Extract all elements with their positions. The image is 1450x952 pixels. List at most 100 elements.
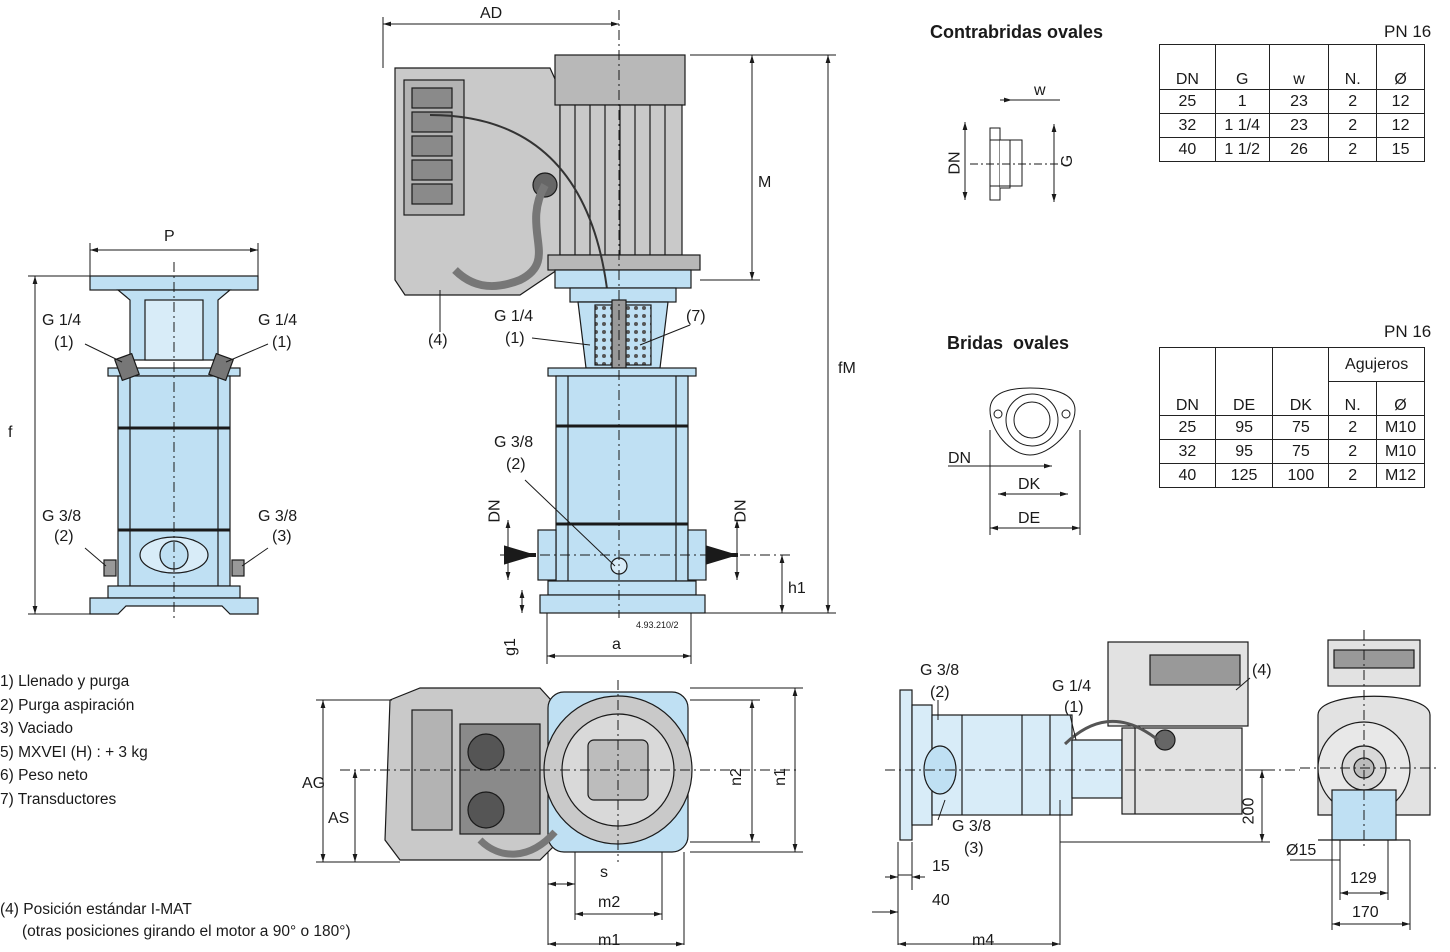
table-cell: 2 [1328,463,1378,488]
contrabridas-header-w: w [1268,44,1330,90]
contrabridas-title: Contrabridas ovales [930,22,1104,42]
table-cell: 75 [1272,439,1330,464]
legend-item: 2) Purga aspiración [0,696,135,714]
side-view-dimensions [382,10,836,664]
side-n2-label: (2) [506,456,526,473]
contrabridas-table: DN G w N. Ø 25 1 23 2 12 32 1 1/4 23 2 1… [1159,44,1425,162]
legend-item: 6) Peso neto [0,767,88,784]
bridas-header-phi: Ø [1376,381,1425,416]
legend-item: 7) Transductores [0,790,117,808]
side-g38-label: G 3/8 [494,434,534,451]
side-h1-label: h1 [788,580,806,597]
top-n1-label: n1 [771,768,789,786]
table-cell: M10 [1376,439,1425,464]
front-view-dimensions [28,243,269,618]
end-170-label: 170 [1352,904,1379,921]
table-cell: 2 [1328,439,1378,464]
horizontal-view-pump [899,641,1249,841]
side-view-pump [394,54,707,614]
horiz-15-label: 15 [932,858,950,875]
front-n2-left-label: (2) [54,528,74,545]
table-cell: 1 1/4 [1214,113,1270,138]
table-cell: 2 [1328,137,1378,162]
top-as-label: AS [328,810,350,827]
table-cell: 40 [1159,137,1216,162]
bridas-header-agujeros: Agujeros [1328,347,1425,382]
table-cell: 25 [1159,415,1216,440]
table-cell: 26 [1268,137,1330,162]
table-cell: 32 [1159,439,1216,464]
bridas-header-dn: DN [1159,347,1216,416]
top-s-label: s [600,864,608,881]
table-cell: M10 [1376,415,1425,440]
legend-item: 5) MXVEI (H) : + 3 kg [0,743,148,761]
end-phi15-label: Ø15 [1286,842,1317,859]
legend-item: 3) Vaciado [0,720,73,737]
table-row: 25 95 75 2 M10 [1159,415,1425,440]
position-note: (4) Posición estándar I-MAT [0,901,192,918]
horiz-n1-label: (1) [1064,699,1084,716]
top-n2-label: n2 [727,768,745,786]
top-view-dimensions [316,680,803,947]
table-cell: 12 [1376,113,1425,138]
drawing-code: 4.93.210/2 [636,620,679,630]
table-row: 40 1 1/2 26 2 15 [1159,137,1425,162]
side-m-label: M [758,174,772,191]
table-cell: 32 [1159,113,1216,138]
table-cell: 1 [1214,89,1270,114]
front-n1-right-label: (1) [272,334,292,351]
contrabrida-dn-label: DN [946,151,964,175]
table-cell: 25 [1159,89,1216,114]
side-a-label: a [612,636,621,653]
table-cell: 95 [1214,415,1274,440]
table-cell: 2 [1328,415,1378,440]
top-view-pump [384,687,693,861]
bridas-header-n: N. [1328,381,1378,416]
bridas-pn: PN 16 [1384,322,1432,341]
table-row: 40 125 100 2 M12 [1159,463,1425,488]
horiz-g14-label: G 1/4 [1052,678,1092,695]
contrabridas-header-n: N. [1328,44,1378,90]
side-ad-label: AD [480,5,503,22]
table-row: 32 95 75 2 M10 [1159,439,1425,464]
contrabrida-g-label: G [1059,154,1077,168]
table-cell: 2 [1328,113,1378,138]
horizontal-view-dimensions [872,677,1300,947]
end-view-dimensions [1290,630,1440,930]
horiz-g38-bottom-label: G 3/8 [952,818,992,835]
front-g38-right-label: G 3/8 [258,508,298,525]
front-f-label: f [8,424,13,441]
front-g14-left-label: G 1/4 [42,312,82,329]
legend: 1) Llenado y purga 2) Purga aspiración 3… [0,670,148,811]
horiz-m4-label: m4 [972,932,995,949]
side-dn-right-label: DN [732,499,750,523]
front-g14-right-label: G 1/4 [258,312,298,329]
contrabridas-header-g: G [1214,44,1270,90]
position-note-2: (otras posiciones girando el motor a 90°… [22,923,351,940]
bridas-header-de: DE [1214,347,1274,416]
horiz-n2-top-label: (2) [930,684,950,701]
side-g1-label: g1 [501,638,519,656]
table-row: 32 1 1/4 23 2 12 [1159,113,1425,138]
front-g38-left-label: G 3/8 [42,508,82,525]
table-cell: 2 [1328,89,1378,114]
table-cell: 75 [1272,415,1330,440]
brida-sketch [948,387,1081,535]
side-n4-label: (4) [428,332,448,349]
contrabrida-w-label: w [1034,82,1046,99]
horiz-40-label: 40 [932,892,950,909]
side-dn-left-label: DN [486,499,504,523]
horiz-200-label: 200 [1240,797,1258,825]
contrabridas-pn: PN 16 [1384,22,1432,41]
top-ag-label: AG [302,775,326,792]
table-cell: 12 [1376,89,1425,114]
side-g14-label: G 1/4 [494,308,534,325]
horiz-n4-label: (4) [1252,662,1272,679]
brida-dn-label: DN [948,450,972,467]
brida-de-label: DE [1018,510,1041,527]
table-cell: 1 1/2 [1214,137,1270,162]
table-row: 25 1 23 2 12 [1159,89,1425,114]
table-cell: 95 [1214,439,1274,464]
table-cell: 125 [1214,463,1274,488]
